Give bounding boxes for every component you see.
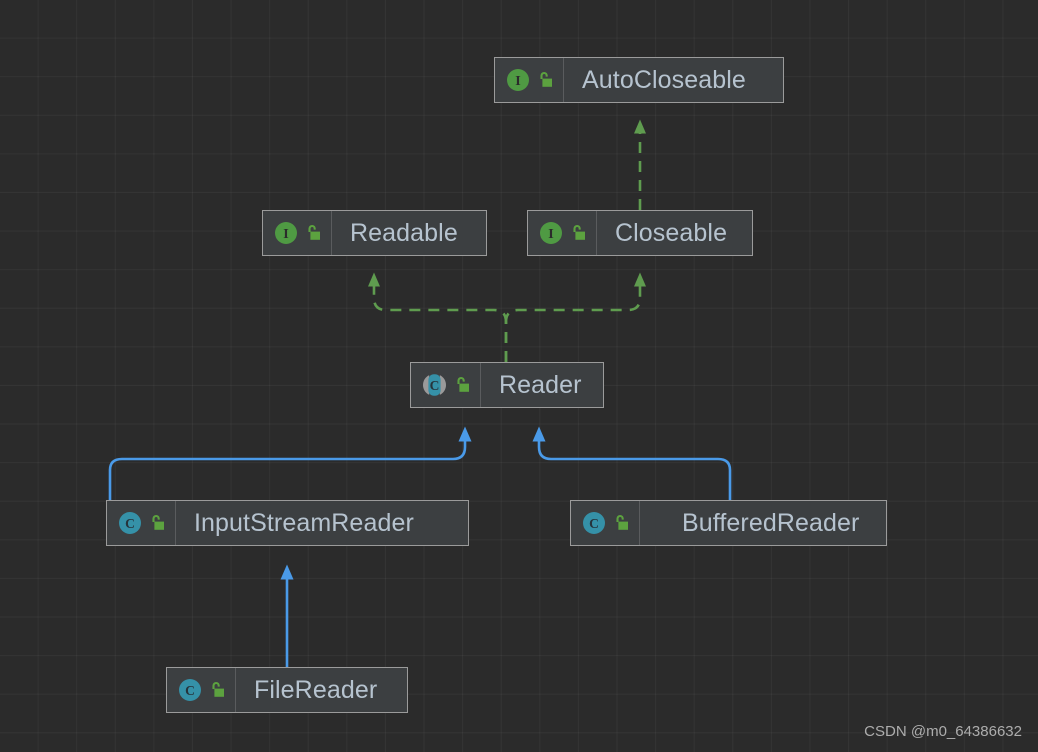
class-node-label: Reader bbox=[499, 370, 582, 399]
svg-text:C: C bbox=[125, 516, 135, 531]
svg-text:I: I bbox=[515, 74, 520, 89]
node-icon-group: C bbox=[411, 363, 481, 407]
edge-inputstreamreader-to-reader bbox=[108, 426, 472, 500]
edge-bufferedreader-to-reader bbox=[532, 426, 732, 500]
node-icon-group: C bbox=[167, 668, 236, 712]
interface-icon: I bbox=[507, 69, 529, 91]
class-node-label: Closeable bbox=[615, 218, 728, 247]
class-node-filereader[interactable]: C FileReader bbox=[166, 667, 408, 713]
unlocked-padlock-icon bbox=[457, 377, 469, 392]
node-icon-group: C bbox=[571, 501, 640, 545]
class-node-inputstreamreader[interactable]: C InputStreamReader bbox=[106, 500, 469, 546]
class-node-label: AutoCloseable bbox=[582, 65, 746, 94]
svg-text:C: C bbox=[589, 516, 599, 531]
class-icon: C bbox=[583, 512, 605, 534]
class-icon: C bbox=[119, 512, 141, 534]
unlocked-padlock-icon bbox=[308, 225, 320, 240]
unlocked-padlock-icon bbox=[152, 515, 164, 530]
unlocked-padlock-icon bbox=[573, 225, 585, 240]
class-node-label: BufferedReader bbox=[682, 508, 860, 537]
class-icon: C bbox=[179, 679, 201, 701]
svg-text:I: I bbox=[283, 227, 288, 242]
node-icon-group: I bbox=[495, 58, 564, 102]
abstract-class-icon: C bbox=[422, 374, 447, 396]
unlocked-padlock-icon bbox=[212, 682, 224, 697]
class-node-reader[interactable]: C Reader bbox=[410, 362, 604, 408]
unlocked-padlock-icon bbox=[616, 515, 628, 530]
node-icon-group: I bbox=[263, 211, 332, 255]
class-node-autocloseable[interactable]: I AutoCloseable bbox=[494, 57, 784, 103]
svg-text:I: I bbox=[548, 227, 553, 242]
svg-text:C: C bbox=[185, 683, 195, 698]
class-node-label: InputStreamReader bbox=[194, 508, 414, 537]
class-node-readable[interactable]: I Readable bbox=[262, 210, 487, 256]
edge-reader-to-closeable bbox=[504, 272, 646, 362]
node-icon-group: I bbox=[528, 211, 597, 255]
class-node-label: Readable bbox=[350, 218, 458, 247]
class-node-bufferedreader[interactable]: C BufferedReader bbox=[570, 500, 887, 546]
class-node-label: FileReader bbox=[254, 675, 378, 704]
svg-text:C: C bbox=[430, 378, 440, 393]
interface-icon: I bbox=[275, 222, 297, 244]
watermark-text: CSDN @m0_64386632 bbox=[864, 723, 1022, 740]
node-icon-group: C bbox=[107, 501, 176, 545]
unlocked-padlock-icon bbox=[540, 72, 552, 87]
class-node-closeable[interactable]: I Closeable bbox=[527, 210, 753, 256]
interface-icon: I bbox=[540, 222, 562, 244]
edge-reader-to-readable bbox=[368, 272, 508, 362]
